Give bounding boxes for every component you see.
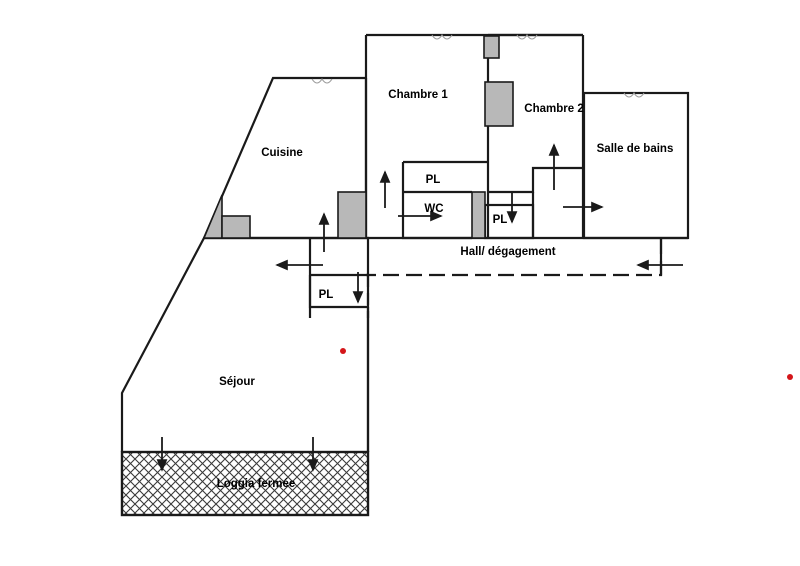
fixture-cuisine-right-icon: [337, 191, 367, 239]
flow-arrows-group: [156, 143, 683, 472]
cuisine-outline: [202, 76, 366, 239]
fixture-wc-side-icon: [471, 191, 486, 239]
fixture-cuisine-counter-icon: [221, 215, 251, 239]
window-cuisine-icon: [311, 77, 333, 84]
sejour-outline: [120, 236, 370, 452]
marker-right-icon[interactable]: [787, 374, 793, 380]
room-label-hall: Hall/ dégagement: [460, 246, 555, 258]
chambre2-bottom-step: [488, 166, 583, 194]
fixture-cuisine-corner-icon: [202, 194, 223, 239]
room-label-sejour: Séjour: [219, 376, 255, 388]
room-label-wc: WC: [424, 203, 443, 215]
room-label-cuisine: Cuisine: [261, 147, 303, 159]
markers-group: [340, 348, 793, 380]
room-label-placard-3: PL: [319, 289, 334, 301]
room-label-chambre2: Chambre 2: [524, 103, 583, 115]
room-label-loggia: Loggia fermée: [217, 478, 296, 490]
window-chambre2-icon: [516, 33, 538, 40]
room-label-salle-de-bains: Salle de bains: [597, 143, 674, 155]
window-chambre1-icon: [431, 33, 453, 40]
room-label-chambre1: Chambre 1: [388, 89, 448, 101]
room-label-placard-2: PL: [493, 214, 508, 226]
room-labels-group: Cuisine Chambre 1 Chambre 2 Salle de bai…: [217, 89, 674, 490]
fixtures-group: [202, 35, 514, 239]
window-symbols: [311, 33, 645, 98]
placard-3-outline: [308, 275, 368, 309]
fixture-chambre2-small-icon: [483, 35, 500, 59]
salle-de-bains-outline: [582, 91, 690, 240]
room-label-placard-1: PL: [426, 174, 441, 186]
window-salle-de-bains-icon: [623, 91, 645, 98]
wall-outlines: [120, 33, 690, 517]
fixture-chambre2-large-icon: [484, 81, 514, 127]
placard-1-outline: [401, 162, 472, 240]
marker-sejour-icon[interactable]: [340, 348, 346, 354]
